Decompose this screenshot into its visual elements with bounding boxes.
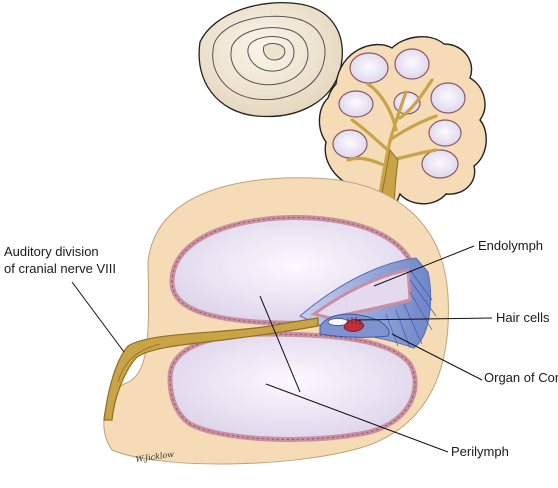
leader-lines xyxy=(71,245,493,453)
hair-cells xyxy=(343,317,365,332)
leader-perilymph xyxy=(259,295,301,393)
cochlea-shell-illustration xyxy=(198,1,344,118)
leader-auditory xyxy=(71,281,125,353)
leader-organ-of-corti xyxy=(391,333,483,381)
auditory-nerve xyxy=(103,317,319,421)
leader-hair-cells xyxy=(355,317,493,321)
leader-perilymph-main xyxy=(265,383,449,453)
cochlea-section-illustration xyxy=(318,36,487,216)
scala-tympani xyxy=(167,331,418,442)
leader-endolymph xyxy=(373,245,475,287)
label-auditory-line2: of cranial nerve VIII xyxy=(4,261,116,276)
label-endolymph: Endolymph xyxy=(478,238,543,253)
label-auditory-line1: Auditory division xyxy=(4,244,99,259)
label-organ-of-corti: Organ of Corti xyxy=(484,370,558,385)
label-perilymph: Perilymph xyxy=(451,444,509,459)
label-hair-cells: Hair cells xyxy=(496,310,550,325)
